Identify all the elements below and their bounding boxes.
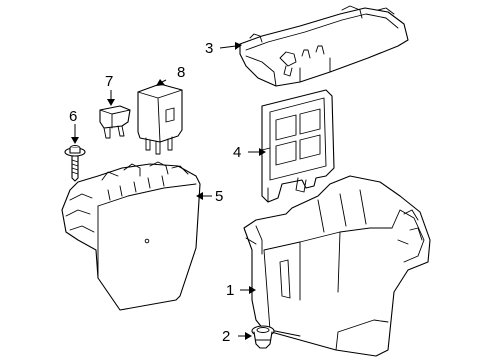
part-5-fuse-box — [61, 161, 201, 311]
part-7-fuse — [99, 105, 131, 139]
part-8-relay — [137, 83, 183, 155]
callout-7: 7 — [105, 73, 113, 90]
callout-4: 4 — [233, 144, 241, 161]
callout-5: 5 — [215, 188, 223, 205]
callout-8: 8 — [177, 64, 185, 81]
callout-3: 3 — [205, 40, 213, 57]
part-2-grommet — [251, 325, 275, 349]
part-1-lower-housing — [243, 175, 431, 357]
part-6-screw — [64, 145, 86, 182]
part-4-carrier — [261, 89, 335, 203]
leader-lines — [71, 42, 266, 340]
part-3-cover — [239, 5, 409, 87]
callout-6: 6 — [69, 108, 77, 125]
callout-1: 1 — [226, 282, 234, 299]
callout-2: 2 — [222, 328, 230, 345]
